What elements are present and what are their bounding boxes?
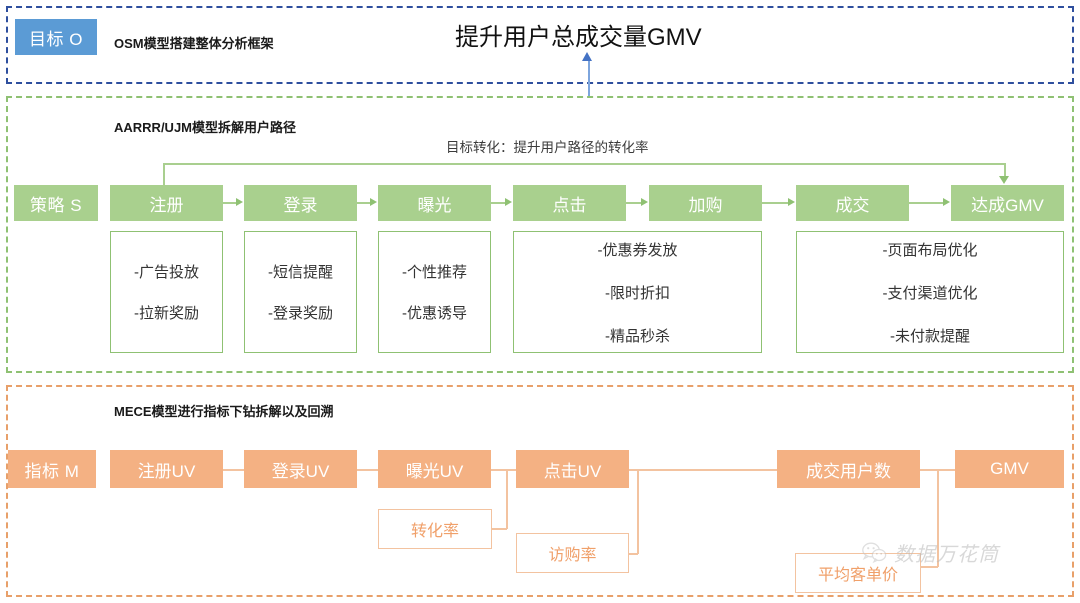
conversion-rate-bracket-vline: [506, 469, 508, 529]
strategy-item: -登录奖励: [268, 305, 333, 322]
strategy-item: -页面布局优化: [882, 241, 978, 259]
stage-login[interactable]: 登录: [244, 185, 357, 221]
chip-objective: 目标 O: [15, 19, 97, 55]
stage-connector-2: [357, 202, 371, 204]
submetric-conversion-rate[interactable]: 转化率: [378, 509, 492, 549]
metric-transaction-users[interactable]: 成交用户数: [777, 450, 920, 488]
conversion-rate-bracket-hline: [492, 528, 507, 530]
submetric-avg-order-value[interactable]: 平均客单价: [795, 553, 921, 593]
strategy-card-transaction: -页面布局优化 -支付渠道优化 -未付款提醒: [796, 231, 1064, 353]
stage-connector-1: [223, 202, 237, 204]
stage-arrow-2: [370, 198, 377, 206]
submetric-purchase-rate[interactable]: 访购率: [516, 533, 629, 573]
avg-order-value-bracket-hline: [920, 566, 938, 568]
stage-register[interactable]: 注册: [110, 185, 223, 221]
stage-click[interactable]: 点击: [513, 185, 626, 221]
stage-achieve-gmv[interactable]: 达成GMV: [951, 185, 1064, 221]
metric-click-uv[interactable]: 点击UV: [516, 450, 629, 488]
strategy-item: -优惠诱导: [402, 305, 467, 322]
watermark: 数据万花筒: [862, 538, 999, 567]
chip-measure: 指标 M: [8, 450, 96, 488]
stage-connector-3: [491, 202, 506, 204]
purchase-rate-bracket-vline: [637, 469, 639, 554]
strategy-card-exposure: -个性推荐 -优惠诱导: [378, 231, 491, 353]
strategy-card-register: -广告投放 -拉新奖励: [110, 231, 223, 353]
stage-arrow-3: [505, 198, 512, 206]
stage-connector-5: [762, 202, 789, 204]
stage-connector-4: [626, 202, 642, 204]
funnel-bracket-right: [1004, 163, 1006, 177]
wechat-icon: [862, 542, 887, 563]
strategy-item: -广告投放: [134, 264, 199, 281]
goal-conversion-note: 目标转化：提升用户路径的转化率: [446, 140, 649, 155]
metric-gmv[interactable]: GMV: [955, 450, 1064, 488]
metric-connector-2: [357, 469, 378, 471]
strategy-item: -拉新奖励: [134, 305, 199, 322]
caption-objective: OSM模型搭建整体分析框架: [114, 36, 274, 51]
stage-arrow-4: [641, 198, 648, 206]
purchase-rate-bracket-hline: [626, 553, 638, 555]
stage-arrow-6: [943, 198, 950, 206]
caption-strategy: AARRR/UJM模型拆解用户路径: [114, 120, 297, 135]
caption-measure: MECE模型进行指标下钻拆解以及回溯: [114, 404, 334, 419]
strategy-item: -支付渠道优化: [882, 284, 978, 302]
watermark-text: 数据万花筒: [894, 542, 999, 566]
avg-order-value-bracket-vline: [937, 469, 939, 567]
objective-link-arrow-shaft: [588, 60, 590, 112]
stage-transaction[interactable]: 成交: [796, 185, 909, 221]
metric-login-uv[interactable]: 登录UV: [244, 450, 357, 488]
metric-exposure-uv[interactable]: 曝光UV: [378, 450, 491, 488]
strategy-item: -未付款提醒: [890, 327, 970, 345]
strategy-card-click: -优惠券发放 -限时折扣 -精品秒杀: [513, 231, 762, 353]
funnel-bracket-arrowhead: [999, 176, 1009, 184]
metric-register-uv[interactable]: 注册UV: [110, 450, 223, 488]
strategy-item: -短信提醒: [268, 264, 333, 281]
strategy-item: -优惠券发放: [597, 241, 678, 259]
stage-exposure[interactable]: 曝光: [378, 185, 491, 221]
section-objective: [6, 6, 1074, 84]
strategy-item: -精品秒杀: [605, 327, 670, 345]
stage-add-to-cart[interactable]: 加购: [649, 185, 762, 221]
stage-connector-6: [909, 202, 944, 204]
strategy-item: -限时折扣: [605, 284, 670, 302]
chip-strategy: 策略 S: [14, 185, 98, 221]
funnel-bracket-top: [163, 163, 1005, 165]
funnel-bracket-left: [163, 163, 165, 186]
metric-connector-3: [491, 469, 516, 471]
stage-arrow-5: [788, 198, 795, 206]
metric-connector-4: [629, 469, 777, 471]
objective-headline: 提升用户总成交量GMV: [455, 24, 702, 51]
strategy-card-login: -短信提醒 -登录奖励: [244, 231, 357, 353]
stage-arrow-1: [236, 198, 243, 206]
objective-link-arrow-head: [582, 52, 592, 61]
strategy-item: -个性推荐: [402, 264, 467, 281]
metric-connector-1: [223, 469, 244, 471]
